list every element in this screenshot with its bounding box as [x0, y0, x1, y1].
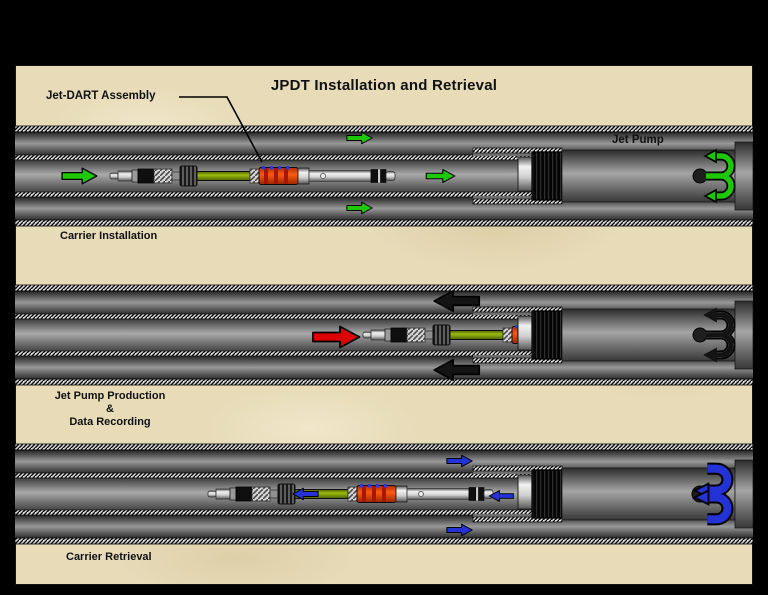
tubing-wall-bottom [14, 191, 533, 198]
tubing-wall-top [14, 472, 533, 479]
casing-wall-top [14, 443, 754, 451]
panel-jet-pump-production [14, 284, 754, 386]
tubing-wall-top [14, 313, 533, 320]
jet-dart-assembly-label: Jet-DART Assembly [46, 90, 156, 102]
pump-port [692, 327, 708, 343]
circulation-arrow-black [705, 309, 731, 361]
jet-pump-label: Jet Pump [612, 134, 664, 146]
pump-end-sub [734, 300, 754, 370]
panel2-caption-line1: Jet Pump Production [54, 390, 166, 402]
casing-wall-bottom [14, 378, 754, 386]
pump-port [692, 168, 708, 184]
casing-wall-bottom [14, 219, 754, 227]
circulation-arrow-green [705, 150, 731, 202]
pump-end-sub [734, 141, 754, 211]
panel2-caption-line3: Data Recording [69, 416, 151, 428]
seat-collar [517, 474, 533, 510]
pump-end-sub [734, 459, 754, 529]
annulus-upper [15, 450, 753, 473]
panel2-caption: Jet Pump Production & Data Recording [35, 390, 185, 429]
seat-collar [517, 156, 533, 192]
annulus-upper [15, 291, 753, 314]
panel-carrier-installation [14, 125, 754, 227]
panel1-caption: Carrier Installation [60, 230, 158, 242]
panel3-caption: Carrier Retrieval [66, 551, 152, 563]
panel-carrier-retrieval [14, 443, 754, 545]
casing-wall-top [14, 284, 754, 292]
annulus-lower [15, 356, 753, 379]
tubing-wall-bottom [14, 509, 533, 516]
casing-wall-bottom [14, 537, 754, 545]
seat-collar [517, 315, 533, 351]
annulus-lower [15, 515, 753, 538]
jet-pump-seat-threads [531, 151, 563, 201]
casing-wall-top [14, 125, 754, 133]
tubing-wall-bottom [14, 350, 533, 357]
annulus-lower [15, 197, 753, 220]
tubing-wall-top [14, 154, 533, 161]
annulus-upper [15, 132, 753, 155]
jet-pump-seat-threads [531, 469, 563, 519]
jet-pump-seat-threads [531, 310, 563, 360]
diagram-title: JPDT Installation and Retrieval [270, 77, 498, 94]
panel2-caption-line2: & [106, 403, 114, 415]
jet-dart-leader-line [179, 96, 263, 163]
